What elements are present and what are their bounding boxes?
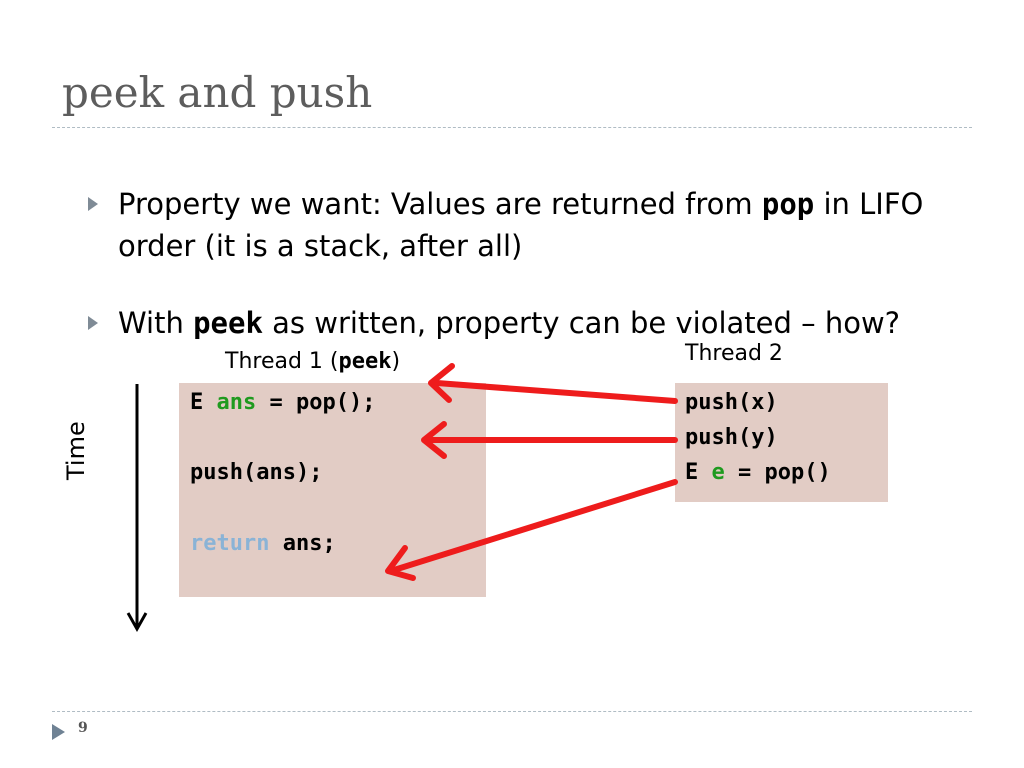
variable-token: ans <box>216 390 257 415</box>
type-token: E <box>685 460 712 485</box>
title-divider <box>52 127 972 128</box>
thread-1-code-box <box>179 383 486 597</box>
thread-2-line-3: E e = pop() <box>685 460 831 485</box>
bullet-2: With peek as written, property can be vi… <box>118 303 900 343</box>
bullet-2-code: peek <box>193 306 263 340</box>
thread-1-label: Thread 1 (peek) <box>225 349 400 374</box>
type-token: E <box>190 390 217 415</box>
thread-1-label-end: ) <box>391 349 401 374</box>
bullet-1-line-1: Property we want: Values are returned fr… <box>118 184 923 224</box>
thread-2-code-box <box>675 383 888 502</box>
thread-2-line-2: push(y) <box>685 425 778 450</box>
code-token: = pop() <box>724 460 831 485</box>
slide-nav-triangle-icon <box>52 724 65 740</box>
bullet-2-text: With <box>118 306 194 340</box>
code-token: = pop(); <box>256 390 376 415</box>
interleave-arrow-1 <box>428 363 678 404</box>
thread-1-line-1: E ans = pop(); <box>190 390 375 415</box>
variable-token: e <box>711 460 725 485</box>
footer-divider <box>52 711 972 712</box>
bullet-1-text-end: in LIFO <box>814 187 924 221</box>
interleave-arrow-3 <box>385 479 678 581</box>
thread-1-label-code: peek <box>338 349 392 374</box>
bullet-1-code: pop <box>761 187 815 221</box>
thread-1-line-2: push(ans); <box>190 460 323 485</box>
bullet-1-text: Property we want: Values are returned fr… <box>118 187 762 221</box>
thread-1-line-3: return ans; <box>190 531 336 556</box>
bullet-arrow-icon <box>88 316 98 330</box>
thread-2-line-1: push(x) <box>685 390 778 415</box>
code-token: ans; <box>269 531 336 556</box>
keyword-token: return <box>190 531 270 556</box>
slide-title: peek and push <box>62 68 373 117</box>
thread-2-label: Thread 2 <box>685 341 783 366</box>
page-number: 9 <box>78 720 88 736</box>
interleave-arrow-2 <box>421 421 678 459</box>
thread-1-label-text: Thread 1 ( <box>225 349 339 374</box>
bullet-1-line-2: order (it is a stack, after all) <box>118 229 523 263</box>
time-arrow <box>126 384 148 633</box>
bullet-2-text-end: as written, property can be violated – h… <box>262 306 901 340</box>
bullet-arrow-icon <box>88 197 98 211</box>
